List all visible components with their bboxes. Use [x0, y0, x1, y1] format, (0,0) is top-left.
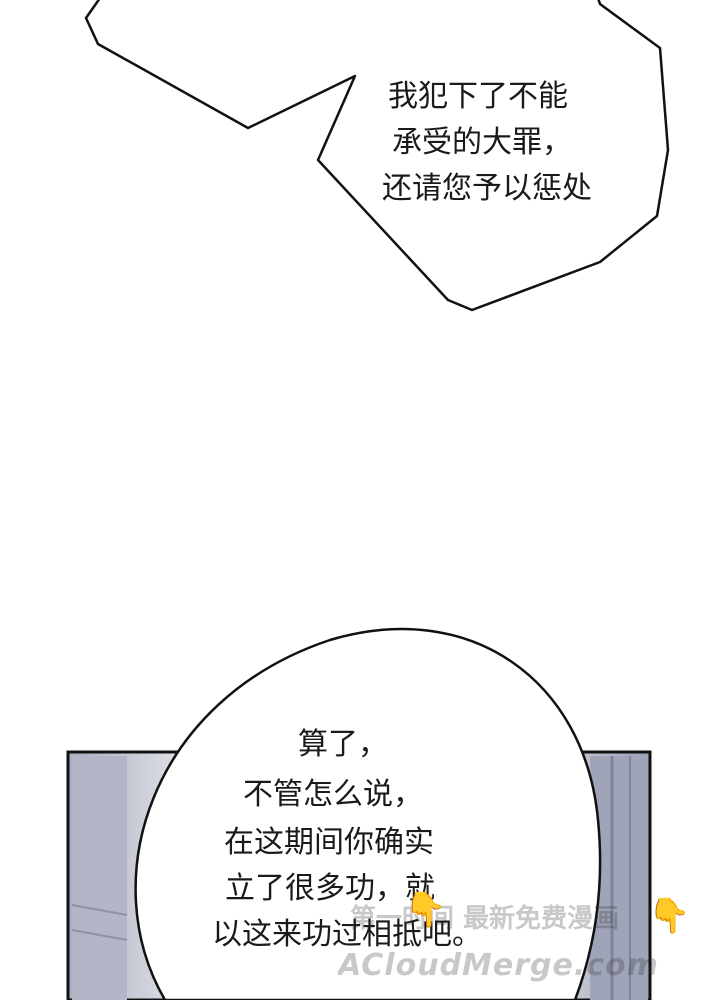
top-bubble-line-2: 承受的大罪，	[392, 125, 572, 160]
watermark-site: ACloudMerge.com	[338, 948, 659, 983]
top-bubble-line-1: 我犯下了不能	[388, 79, 568, 114]
bottom-bubble-line-1: 算了，	[298, 727, 388, 762]
bottom-bubble-line-2: 不管怎么说，	[243, 777, 423, 812]
top-bubble-line-3: 还请您予以惩处	[382, 171, 592, 206]
pointing-hand-icon: 👇	[648, 896, 691, 936]
top-speech-bubble	[84, 0, 670, 312]
bottom-bubble-line-4: 立了很多功，就	[225, 871, 435, 906]
bottom-bubble-line-3: 在这期间你确实	[224, 825, 434, 860]
bottom-bubble-line-5: 以这来功过相抵吧。	[212, 917, 482, 952]
bottom-speech-bubble	[134, 627, 602, 1000]
pointing-hand-icon: 👇	[404, 890, 447, 930]
watermark-text: 第一时间 最新免费漫画	[350, 904, 620, 934]
